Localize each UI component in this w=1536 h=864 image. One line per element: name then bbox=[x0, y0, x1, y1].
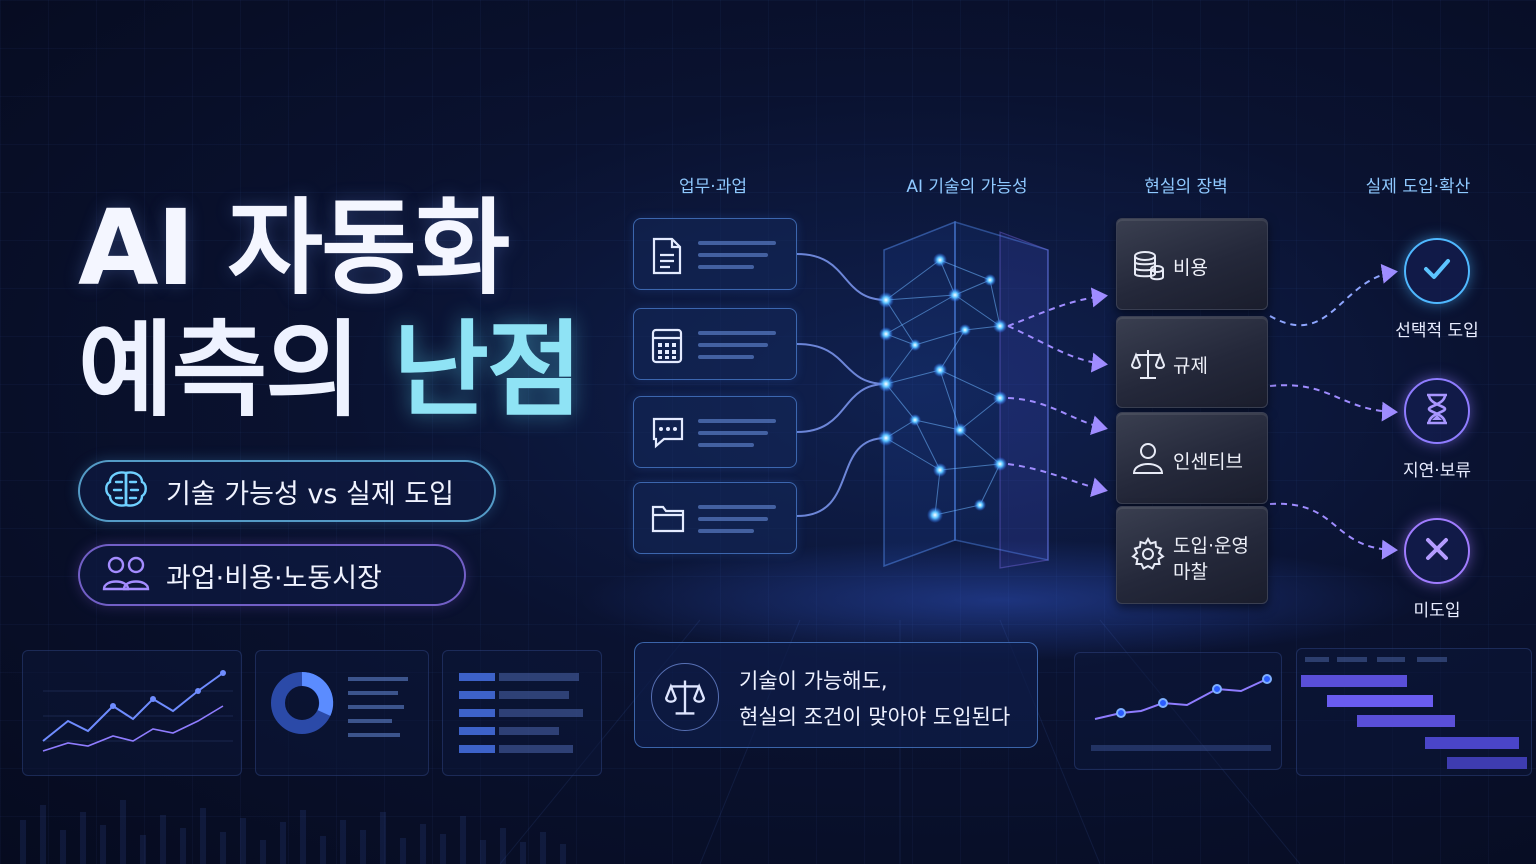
coins-icon bbox=[1131, 249, 1165, 287]
outcome-label: 미도입 bbox=[1413, 601, 1461, 621]
gear-icon bbox=[1131, 536, 1165, 575]
barrier-cost: 비용 bbox=[1116, 218, 1268, 310]
person-icon bbox=[1131, 441, 1165, 479]
decor-line-chart bbox=[42, 670, 233, 752]
folder-icon bbox=[650, 501, 686, 539]
pill-label: 과업·비용·노동시장 bbox=[166, 562, 382, 594]
placeholder-line bbox=[698, 265, 754, 269]
barrier-label: 비용 bbox=[1173, 257, 1208, 279]
outcome-selective bbox=[1404, 238, 1470, 304]
placeholder-line bbox=[698, 331, 776, 335]
decor-gantt-panel bbox=[1296, 648, 1532, 776]
barrier-friction: 도입·운영 마찰 bbox=[1116, 506, 1268, 604]
pill-task-cost-labor: 과업·비용·노동시장 bbox=[78, 544, 466, 606]
x-icon bbox=[1422, 534, 1452, 568]
placeholder-line bbox=[698, 355, 754, 359]
decor-trend-chart bbox=[1091, 674, 1272, 751]
outcome-label: 지연·보류 bbox=[1403, 461, 1471, 481]
ai-network-nodes bbox=[878, 253, 1007, 523]
decor-line-chart-panel bbox=[22, 650, 242, 776]
ai-network-edges bbox=[885, 259, 1001, 516]
title-line-2-accent: 난점 bbox=[393, 309, 582, 431]
placeholder-line bbox=[698, 419, 776, 423]
task-card-chat bbox=[633, 396, 797, 468]
barrier-label-line-1: 도입·운영 bbox=[1173, 535, 1249, 557]
column-header-adoption: 실제 도입·확산 bbox=[1365, 177, 1471, 197]
decor-donut-panel bbox=[255, 650, 429, 776]
placeholder-line bbox=[698, 431, 768, 435]
scale-icon bbox=[1130, 347, 1166, 385]
placeholder-line bbox=[698, 505, 776, 509]
outcome-label: 선택적 도입 bbox=[1395, 321, 1479, 341]
decor-bar-chart bbox=[459, 673, 583, 753]
column-header-tasks: 업무·과업 bbox=[679, 177, 747, 197]
placeholder-line bbox=[698, 241, 776, 245]
task-card-spreadsheet bbox=[633, 308, 797, 380]
barrier-regulation: 규제 bbox=[1116, 316, 1268, 408]
title-line-2-prefix: 예측의 bbox=[78, 309, 394, 431]
decor-donut-chart bbox=[271, 671, 408, 737]
pill-label: 기술 가능성 vs 실제 도입 bbox=[166, 478, 454, 510]
people-icon bbox=[102, 553, 150, 597]
title-line-1: AI 자동화 bbox=[78, 187, 510, 309]
decor-gantt-chart bbox=[1301, 657, 1527, 769]
barrier-label-line-2: 마찰 bbox=[1173, 561, 1208, 583]
placeholder-line bbox=[698, 253, 768, 257]
column-header-barriers: 현실의 장벽 bbox=[1144, 177, 1228, 197]
conclusion-box: 기술이 가능해도, 현실의 조건이 맞아야 도입된다 bbox=[634, 642, 1038, 748]
task-card-document bbox=[633, 218, 797, 290]
title-line-2: 예측의 난점 bbox=[78, 318, 583, 422]
column-header-ai: AI 기술의 가능성 bbox=[906, 177, 1028, 197]
outcome-delayed bbox=[1404, 378, 1470, 444]
spreadsheet-icon bbox=[650, 327, 684, 369]
hourglass-icon bbox=[1422, 392, 1452, 430]
pill-tech-vs-adoption: 기술 가능성 vs 실제 도입 bbox=[78, 460, 496, 522]
chat-icon bbox=[650, 415, 686, 455]
brain-icon bbox=[102, 469, 150, 513]
ai-to-barrier-arrows bbox=[1007, 287, 1108, 497]
check-icon bbox=[1420, 252, 1454, 290]
barrier-label: 인센티브 bbox=[1173, 451, 1243, 473]
conclusion-line-1: 기술이 가능해도, bbox=[739, 669, 888, 693]
placeholder-line bbox=[698, 529, 754, 533]
scale-icon bbox=[651, 663, 719, 731]
conclusion-line-2: 현실의 조건이 맞아야 도입된다 bbox=[739, 705, 1011, 729]
barrier-to-outcome-arrows bbox=[1269, 263, 1398, 560]
outcome-not-adopted bbox=[1404, 518, 1470, 584]
task-card-folder bbox=[633, 482, 797, 554]
placeholder-line bbox=[698, 517, 768, 521]
document-icon bbox=[650, 237, 684, 279]
placeholder-line bbox=[698, 443, 754, 447]
decor-bar-panel bbox=[442, 650, 602, 776]
decor-trend-panel bbox=[1074, 652, 1282, 770]
task-connectors bbox=[796, 253, 887, 517]
barrier-incentive: 인센티브 bbox=[1116, 412, 1268, 504]
ai-network-panels bbox=[883, 220, 1049, 569]
placeholder-line bbox=[698, 343, 768, 347]
barrier-label: 규제 bbox=[1173, 355, 1208, 377]
